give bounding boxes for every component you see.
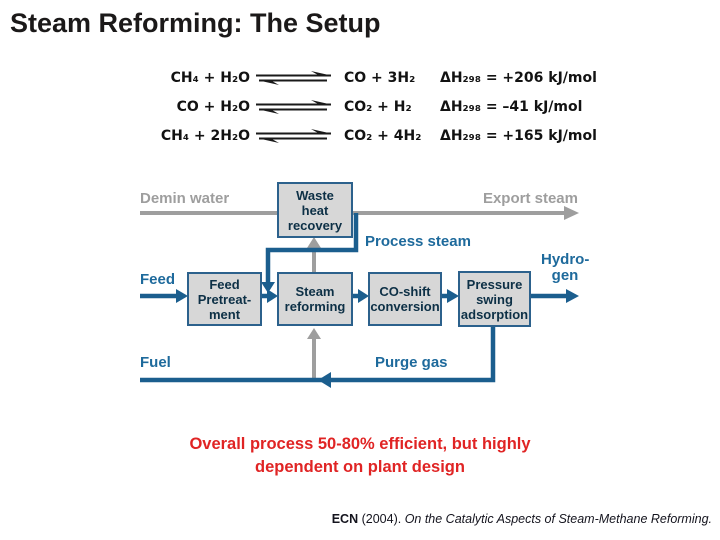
shift-to-psa-arrowhead [447,289,459,303]
box-steam-reforming: Steam reforming [277,272,353,326]
label-demin-water: Demin water [140,190,230,207]
equation-enthalpy: ΔH₂₉₈ = +206 kJ/mol [440,69,597,86]
slide-title: Steam Reforming: The Setup [10,8,381,38]
box-co-shift-conversion: CO-shift conversion [368,272,442,326]
pretreat-to-reformer-arrowhead [267,289,278,303]
equation-reactants: CH₄ + H₂O [170,69,250,86]
label-process-steam: Process steam [365,233,471,250]
label-feed: Feed [140,271,176,288]
equation-reactants: CO + H₂O [176,98,250,115]
equations-block: CH₄ + H₂O CO + 3H₂ ΔH₂₉₈ = +206 kJ/mol C… [150,63,597,150]
equation-enthalpy: ΔH₂₉₈ = +165 kJ/mol [440,127,597,144]
heat-to-recovery-arrowhead [307,237,321,248]
export-steam-arrowhead [564,206,579,220]
process-flow-diagram: Waste heat recovery Feed Pretreat- ment … [120,178,615,393]
reformer-to-shift-arrowhead [358,289,369,303]
equation-products: CO₂ + 4H₂ [344,127,422,144]
box-waste-heat-recovery: Waste heat recovery [277,182,353,238]
fuel-to-reformer-arrowhead [307,328,321,339]
citation-year: (2004). [358,512,405,526]
label-purge-gas: Purge gas [375,354,448,371]
label-hydrogen: Hydro- gen [541,251,590,284]
purge-gas-line [140,325,496,383]
efficiency-callout: Overall process 50-80% efficient, but hi… [189,435,531,476]
label-export-steam: Export steam [482,190,578,207]
equilibrium-arrow-icon [250,121,338,150]
citation-source: ECN [331,512,359,526]
equilibrium-arrow-icon [250,63,338,92]
equation-enthalpy: ΔH₂₉₈ = –41 kJ/mol [440,98,583,115]
equation-reactants: CH₄ + 2H₂O [160,127,250,144]
equilibrium-arrow-icon [250,92,338,121]
feed-arrowhead [176,289,188,303]
equation-products: CO₂ + H₂ [344,98,412,115]
citation: ECN (2004). On the Catalytic Aspects of … [332,512,712,526]
process-steam-arrowhead [261,282,275,293]
citation-work-title: On the Catalytic Aspects of Steam-Methan… [404,512,712,526]
box-feed-pretreatment: Feed Pretreat- ment [187,272,262,326]
process-steam-line [265,213,359,283]
box-pressure-swing-adsorption: Pressure swing adsorption [458,271,531,327]
label-fuel: Fuel [140,354,171,371]
equation-products: CO + 3H₂ [344,69,416,86]
hydrogen-arrowhead [566,289,579,303]
purge-gas-arrowhead [318,372,331,388]
